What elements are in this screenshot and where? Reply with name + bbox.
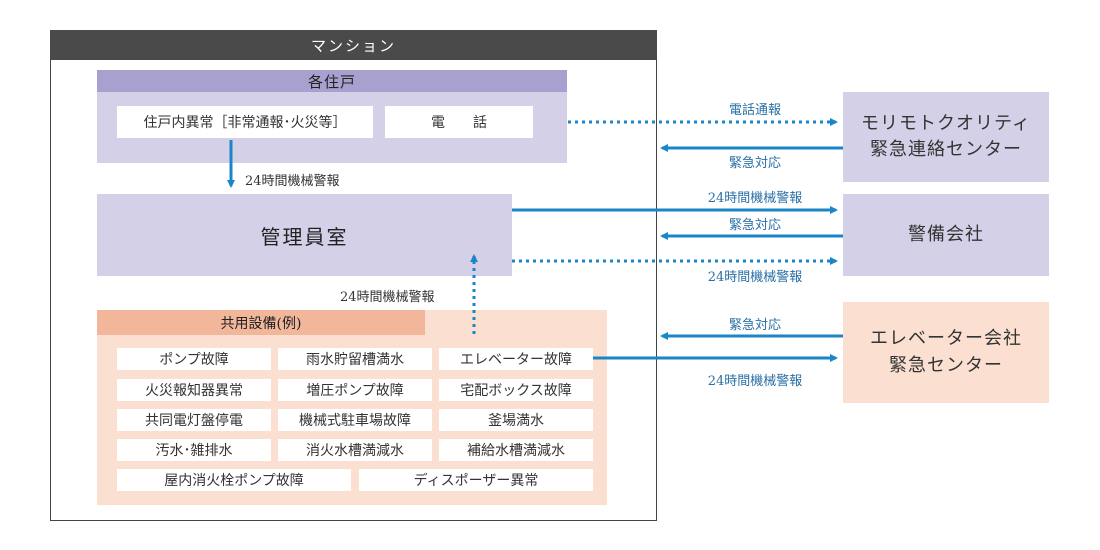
elevator-line1: エレベーター会社 [870,328,1022,350]
facility-title: 共用設備(例) [97,310,425,335]
facility-item: 補給水槽満減水 [439,439,593,461]
facility-item: 共同電灯盤停電 [117,409,271,431]
facility-item: エレベーター故障 [439,348,593,370]
elevator-emergency-center: エレベーター会社 緊急センター [843,302,1049,403]
unit-abnormal-box: 住戸内異常［非常通報･火災等］ [117,106,373,138]
security-company: 警備会社 [843,194,1049,276]
morimoto-line1: モリモトクオリティ [861,112,1031,134]
facility-item: 屋内消火栓ポンプ故障 [117,469,351,491]
facility-item: 釜場満水 [439,409,593,431]
label-emergency-response-3: 緊急対応 [728,318,781,333]
elevator-line2: 緊急センター [889,354,1003,376]
label-office-to-security-dotted: 24時間機械警報 [707,270,803,285]
manager-office: 管理員室 [97,194,512,276]
facility-item: ディスポーザー異常 [359,469,593,491]
facility-item: ポンプ故障 [117,348,271,370]
facility-item: 消火水槽満減水 [278,439,432,461]
label-unit-to-office: 24時間機械警報 [245,174,340,189]
mansion-title: マンション [50,30,657,60]
unit-title: 各住戸 [97,70,567,92]
facility-item: 機械式駐車場故障 [278,409,432,431]
unit-phone-box: 電 話 [385,106,533,138]
facility-item: 汚水･雑排水 [117,439,271,461]
label-office-to-security: 24時間機械警報 [707,191,803,206]
facility-item: 増圧ポンプ故障 [278,379,432,401]
facility-item: 宅配ボックス故障 [439,379,593,401]
facility-item: 火災報知器異常 [117,379,271,401]
label-facility-to-office: 24時間機械警報 [340,290,435,305]
morimoto-line2: 緊急連絡センター [869,139,1022,160]
label-elevator-alarm: 24時間機械警報 [707,374,803,389]
morimoto-emergency-center: モリモトクオリティ 緊急連絡センター [843,92,1049,182]
label-emergency-response-1: 緊急対応 [728,156,781,171]
label-emergency-response-2: 緊急対応 [728,218,781,233]
label-phone-call: 電話通報 [728,103,781,118]
facility-item: 雨水貯留槽満水 [278,348,432,370]
